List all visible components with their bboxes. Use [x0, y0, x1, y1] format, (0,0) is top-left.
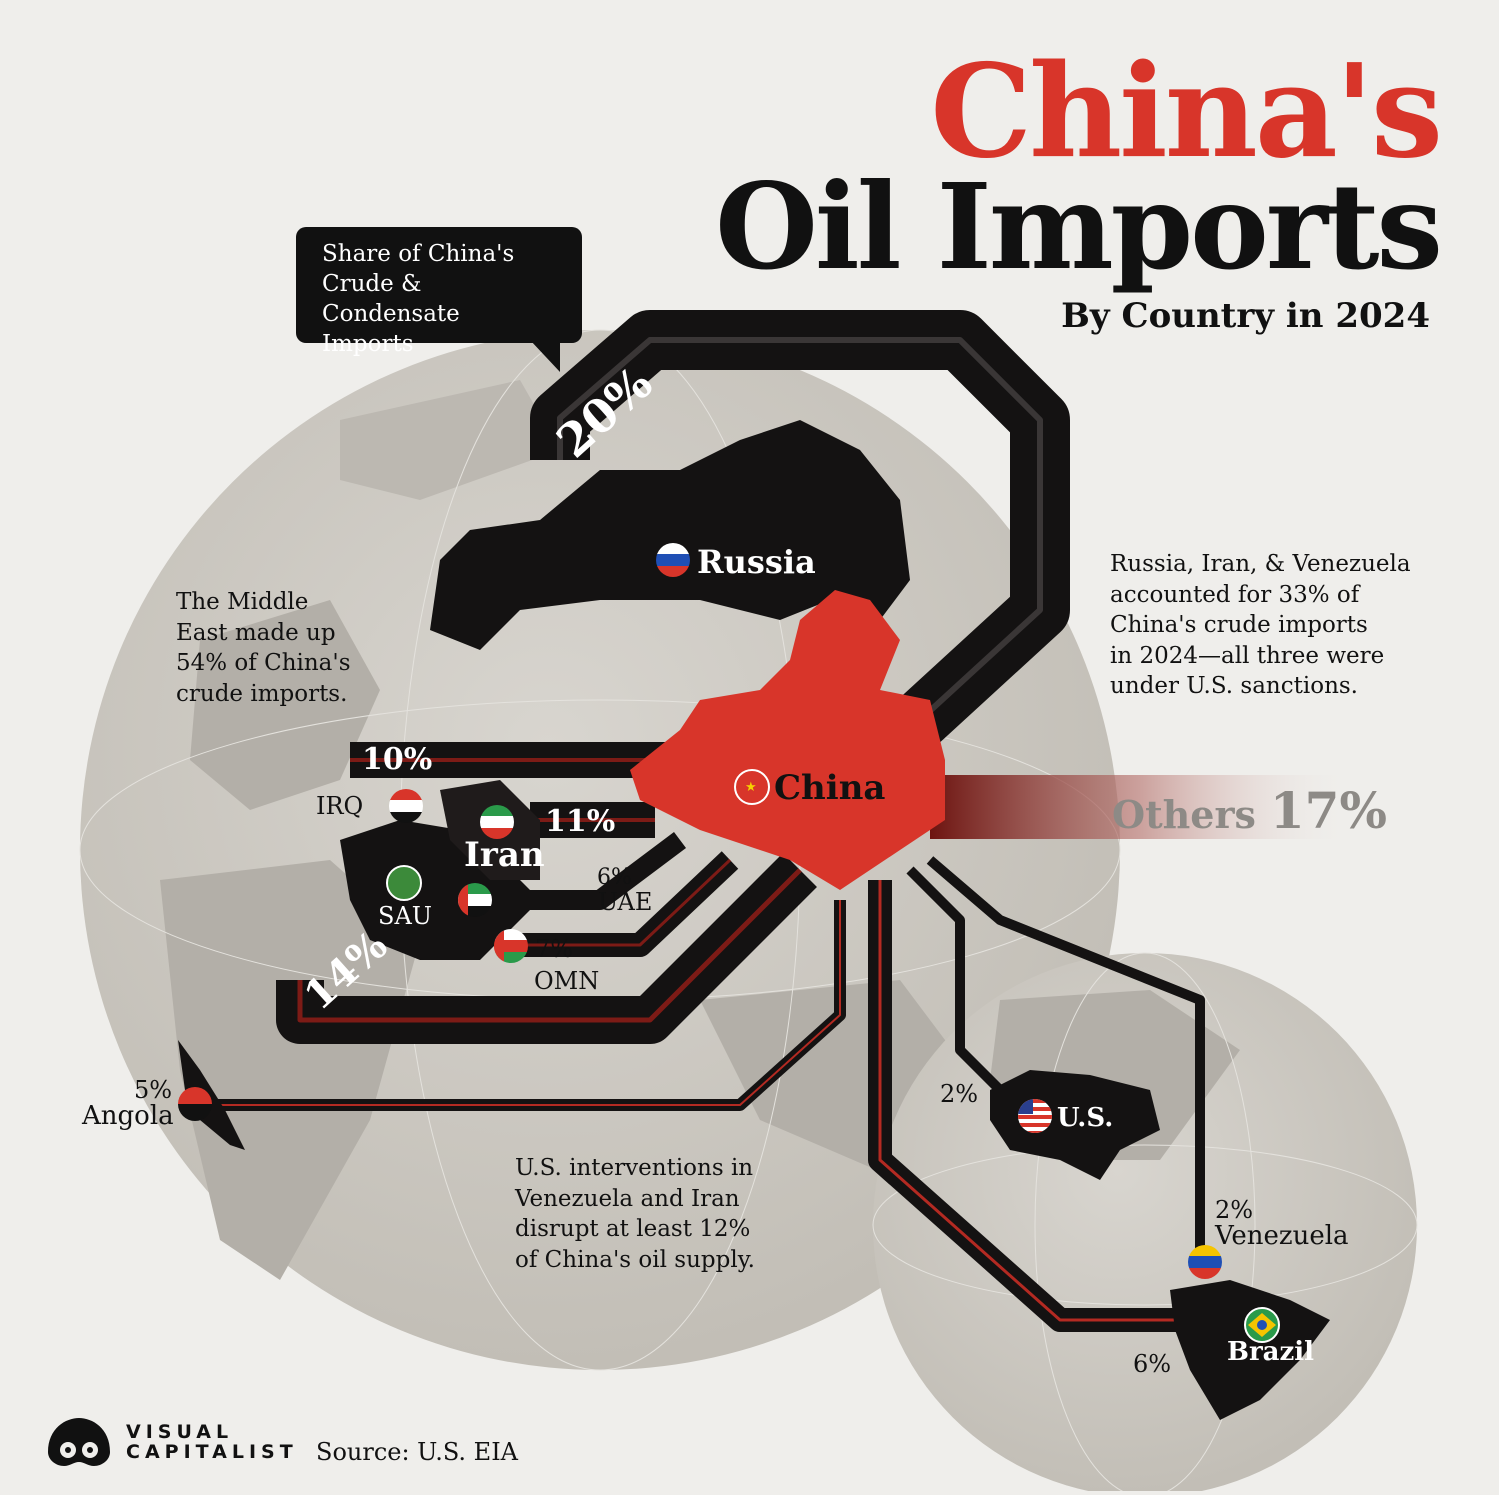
russia-shape [430, 420, 910, 650]
angola-label: Angola [81, 1101, 174, 1131]
us-shape [990, 1070, 1160, 1180]
venezuela-label: Venezuela [1214, 1221, 1349, 1251]
uae-flag-icon [458, 883, 492, 917]
us-share-label: 2% [940, 1080, 978, 1108]
note-line: of China's oil supply. [515, 1246, 755, 1273]
russia-flag-icon [656, 543, 690, 577]
pipelines [210, 310, 1205, 1332]
svg-text:★: ★ [745, 780, 757, 795]
iraq-flag-icon [389, 789, 423, 823]
note-line: China's crude imports [1110, 612, 1368, 638]
callout-line: Imports [322, 331, 414, 357]
others-label: Others [1112, 792, 1256, 837]
south-america-shape [1170, 1280, 1330, 1420]
note-line: East made up [176, 619, 336, 646]
iran-label: Iran [464, 835, 545, 875]
angola-flag-icon [178, 1087, 212, 1121]
note-line: under U.S. sanctions. [1110, 673, 1358, 699]
note-line: Venezuela and Iran [515, 1185, 740, 1212]
source-note: Source: U.S. EIA [316, 1438, 519, 1466]
note-line: disrupt at least 12% [515, 1216, 751, 1242]
china-shape [630, 590, 945, 890]
venezuela-flag-icon [1188, 1245, 1222, 1279]
iran-share-label: 11% [545, 804, 615, 839]
others-label-group: Others 17% [1112, 781, 1387, 840]
brand-line-2: CAPITALIST [126, 1441, 298, 1463]
brand-line-1: VISUAL [126, 1421, 234, 1443]
title-line-2: Oil Imports [715, 157, 1443, 296]
sanctions-note: Russia, Iran, & Venezuela accounted for … [1110, 549, 1440, 702]
title-line-1: China's [930, 37, 1443, 187]
china-label: China [774, 768, 885, 808]
brazil-flag-icon [1244, 1307, 1280, 1343]
oman-label: OMN [534, 967, 599, 995]
others-share: 17% [1269, 781, 1387, 840]
venezuela-pipeline [926, 856, 1205, 1255]
iran-flag-icon [480, 805, 514, 839]
oman-flag-icon [494, 929, 528, 963]
us-pipeline [906, 866, 1014, 1104]
brazil-label: Brazil [1227, 1337, 1314, 1367]
interventions-note: U.S. interventions in Venezuela and Iran… [515, 1153, 815, 1275]
callout-line: Share of China's [322, 241, 515, 267]
brand-logo: VISUAL CAPITALIST [42, 1414, 298, 1470]
saudi-arabia-flag-icon [386, 865, 422, 901]
iraq-label: IRQ [316, 792, 363, 820]
note-line: 54% of China's [176, 650, 351, 676]
middle-east-note: The Middle East made up 54% of China's c… [176, 587, 406, 709]
note-line: U.S. interventions in [515, 1155, 754, 1181]
uae-label: UAE [598, 888, 652, 916]
note-line: Russia, Iran, & Venezuela [1110, 551, 1411, 577]
venezuela-share-label: 2% [1215, 1196, 1253, 1224]
us-flag-icon [1018, 1099, 1052, 1133]
note-line: in 2024—all three were [1110, 642, 1385, 669]
subtitle: By Country in 2024 [1061, 296, 1430, 336]
note-line: The Middle [176, 589, 309, 615]
uae-share-label: 6% [597, 865, 632, 890]
legend-callout: Share of China's Crude & Condensate Impo… [296, 227, 582, 357]
iraq-share-label: 10% [362, 742, 432, 777]
callout-pointer [530, 340, 560, 372]
saudi-label: SAU [378, 902, 432, 930]
angola-shape [178, 1040, 245, 1150]
callout-line: Crude & Condensate [322, 271, 460, 327]
russia-label: Russia [697, 543, 816, 581]
others-flow-bar [930, 775, 1350, 839]
us-label: U.S. [1057, 1103, 1113, 1133]
brazil-share-label: 6% [1133, 1350, 1171, 1378]
china-flag-icon: ★ [734, 769, 770, 805]
oman-share-label: 7% [535, 935, 573, 963]
visual-capitalist-logo-icon [48, 1418, 110, 1466]
note-line: accounted for 33% of [1110, 581, 1360, 608]
angola-share-label: 5% [134, 1076, 172, 1104]
note-line: crude imports. [176, 680, 348, 707]
